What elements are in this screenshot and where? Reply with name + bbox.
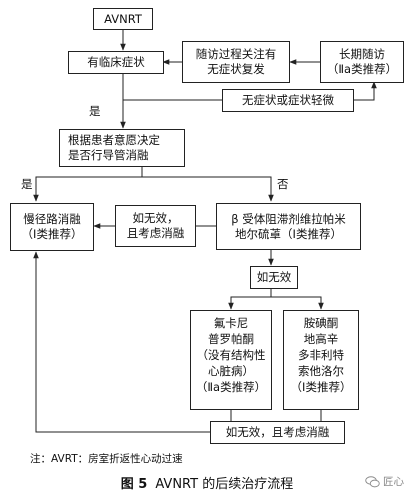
node-asymptomatic: 无症状或症状轻微 bbox=[222, 89, 354, 112]
node-ineffective-consider-ablation-1: 如无效， 且考虑消融 bbox=[115, 205, 196, 247]
node-ineffective-2: 如无效 bbox=[250, 266, 298, 289]
label-yes-symptoms: 是 bbox=[89, 104, 101, 118]
edge-ineffective2-split bbox=[230, 289, 272, 309]
node-avnrt: AVNRT bbox=[93, 8, 153, 30]
wechat-icon bbox=[365, 475, 380, 487]
node-long-term: 长期随访 （Ⅱa类推荐） bbox=[320, 41, 404, 83]
edge-ineffective2-right bbox=[271, 296, 324, 310]
node-slow-pathway-ablation: 慢径路消融 （Ⅰ类推荐） bbox=[10, 203, 94, 251]
node-class-i-drugs: 胺碘酮 地高辛 多非利特 索他洛尔 （Ⅰ类推荐） bbox=[283, 310, 359, 410]
node-symptoms: 有临床症状 bbox=[68, 51, 164, 74]
label-no-ablation: 否 bbox=[277, 177, 289, 191]
node-beta-blocker: β 受体阻滞剂维拉帕米 地尔硫䓬（Ⅰ类推荐） bbox=[216, 203, 361, 250]
figure-title: AVNRT 的后续治疗流程 bbox=[155, 477, 294, 492]
watermark: 匠心 bbox=[365, 474, 404, 489]
edge-decision-split bbox=[35, 167, 143, 201]
flowchart-connectors bbox=[33, 30, 377, 433]
figure-caption: 图 5 AVNRT 的后续治疗流程 bbox=[0, 473, 414, 492]
figure-number: 图 5 bbox=[120, 477, 148, 492]
node-decide-ablation: 根据患者意愿决定 是否行导管消融 bbox=[59, 129, 185, 167]
node-followup: 随访过程关注有 无症状复发 bbox=[182, 41, 290, 83]
node-class-iia-drugs: 氟卡尼 普罗帕酮 （没有结构性 心脏病） （Ⅱa类推荐） bbox=[190, 310, 272, 410]
footnote: 注：AVRT：房室折返性心动过速 bbox=[30, 453, 183, 465]
watermark-text: 匠心 bbox=[383, 476, 404, 488]
node-ineffective-consider-ablation-3: 如无效，且考虑消融 bbox=[210, 421, 345, 444]
edge-decision-no bbox=[142, 176, 274, 202]
label-yes-ablation: 是 bbox=[21, 177, 33, 191]
edge-ineffective3-to-slowpathway bbox=[33, 251, 210, 433]
edge-asymptomatic-to-longterm bbox=[354, 81, 377, 101]
